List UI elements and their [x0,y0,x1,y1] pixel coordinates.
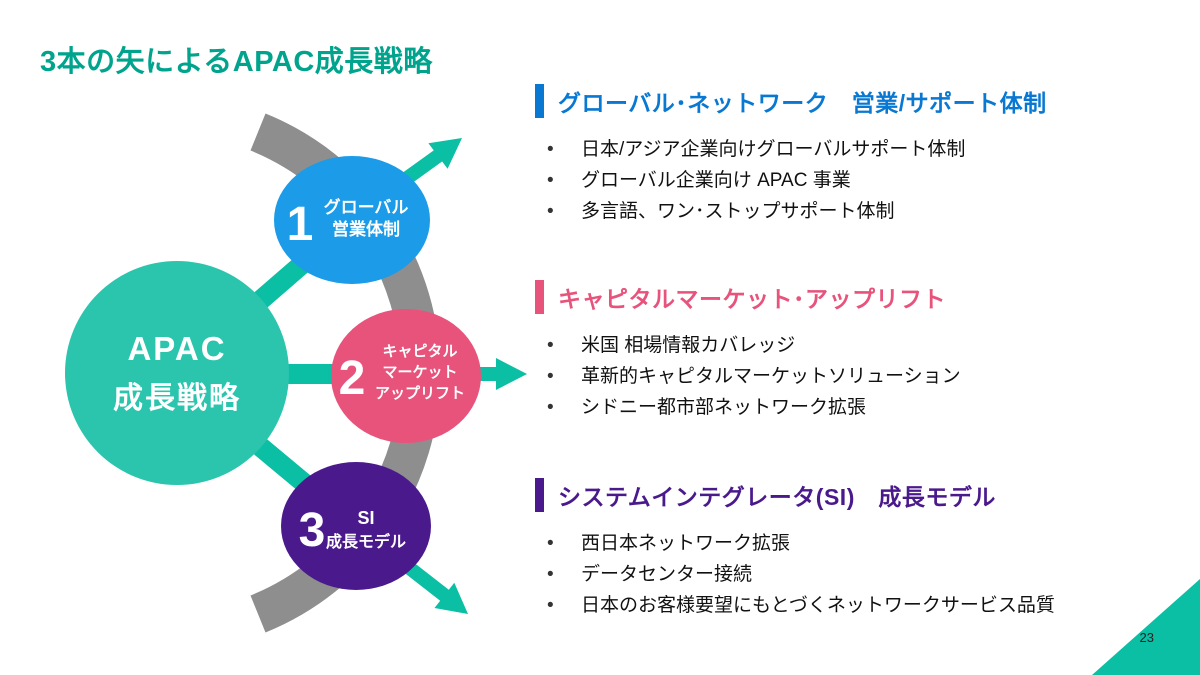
section-header: システムインテグレータ(SI) 成長モデル [535,478,1195,512]
bullet-item: データセンター接続 [535,559,1195,590]
section-title: システムインテグレータ(SI) 成長モデル [558,484,996,510]
section-accent-bar [535,84,544,118]
bullet-item: 日本のお客様要望にもとづくネットワークサービス品質 [535,590,1195,621]
section-accent-bar [535,478,544,512]
node-3-number: 3 [299,504,326,557]
section-title: キャピタルマーケット･アップリフト [558,286,946,312]
bullet-item: シドニー都市部ネットワーク拡張 [535,392,1195,423]
arrow-middle-head [496,358,527,390]
bullet-list: 日本/アジア企業向けグローバルサポート体制 グローバル企業向け APAC 事業 … [535,134,1195,227]
section-header: グローバル･ネットワーク 営業/サポート体制 [535,84,1195,118]
node-3-label-line2: 成長モデル [326,532,406,551]
node-3-label-line1: SI [357,508,374,528]
node-2-label-line2: マーケット [382,364,457,381]
bullet-list: 米国 相場情報カバレッジ 革新的キャピタルマーケットソリューション シドニー都市… [535,330,1195,423]
bullet-item: 日本/アジア企業向けグローバルサポート体制 [535,134,1195,165]
hub-label-line2: 成長戦略 [113,382,241,415]
section-global-network: グローバル･ネットワーク 営業/サポート体制 日本/アジア企業向けグローバルサポ… [535,84,1195,227]
node-2-circle [331,309,481,443]
bullet-item: 多言語、ワン･ストップサポート体制 [535,196,1195,227]
section-capital-market: キャピタルマーケット･アップリフト 米国 相場情報カバレッジ 革新的キャピタルマ… [535,280,1195,423]
bullet-list: 西日本ネットワーク拡張 データセンター接続 日本のお客様要望にもとづくネットワー… [535,528,1195,621]
arrow-bottom-head [434,582,468,614]
node-2-number: 2 [339,352,366,405]
hub-circle [65,261,289,485]
bullet-item: 革新的キャピタルマーケットソリューション [535,361,1195,392]
bullet-item: 米国 相場情報カバレッジ [535,330,1195,361]
section-si-growth: システムインテグレータ(SI) 成長モデル 西日本ネットワーク拡張 データセンタ… [535,478,1195,621]
bullet-item: 西日本ネットワーク拡張 [535,528,1195,559]
node-2-label-line1: キャピタル [382,343,457,360]
bullet-item: グローバル企業向け APAC 事業 [535,165,1195,196]
section-accent-bar [535,280,544,314]
page-number: 23 [1139,630,1154,645]
section-title: グローバル･ネットワーク 営業/サポート体制 [558,90,1047,116]
slide-title: 3本の矢によるAPAC成長戦略 [40,46,433,78]
hub-label-line1: APAC [127,330,226,367]
node-1-label-line2: 営業体制 [332,219,400,239]
node-1-label-line1: グローバル [324,197,409,217]
node-1-circle [274,156,430,284]
section-header: キャピタルマーケット･アップリフト [535,280,1195,314]
arrow-top-head [428,138,462,169]
node-3-circle [281,462,431,590]
node-2-label-line3: アップリフト [375,385,465,402]
node-1-number: 1 [287,198,314,251]
growth-strategy-diagram: APAC 成長戦略 1 グローバル 営業体制 2 キャピタル マーケット アップ… [65,113,527,633]
